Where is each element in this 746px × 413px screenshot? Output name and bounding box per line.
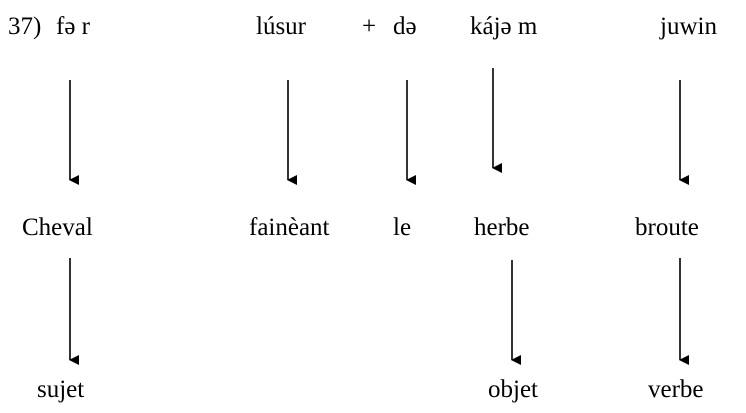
plus-sign: + <box>362 13 377 40</box>
gloss-cheval: Cheval <box>22 214 93 241</box>
gloss-herbe: herbe <box>474 214 530 241</box>
arrows-row-1 <box>69 68 689 185</box>
example-number: 37) <box>8 13 42 40</box>
gloss-le: le <box>393 214 412 241</box>
arrows-row-2 <box>69 258 689 365</box>
source-word-de: də <box>393 13 417 40</box>
source-word-juwin: juwin <box>660 13 717 40</box>
gloss-faineant: fainèant <box>249 214 330 241</box>
source-word-fer: fə r <box>56 13 90 40</box>
source-word-kajem: kájə m <box>470 13 538 40</box>
role-verbe: verbe <box>648 376 704 403</box>
source-word-lusur: lúsur <box>256 13 306 40</box>
role-objet: objet <box>488 376 538 403</box>
role-sujet: sujet <box>37 376 85 403</box>
gloss-broute: broute <box>635 214 699 241</box>
